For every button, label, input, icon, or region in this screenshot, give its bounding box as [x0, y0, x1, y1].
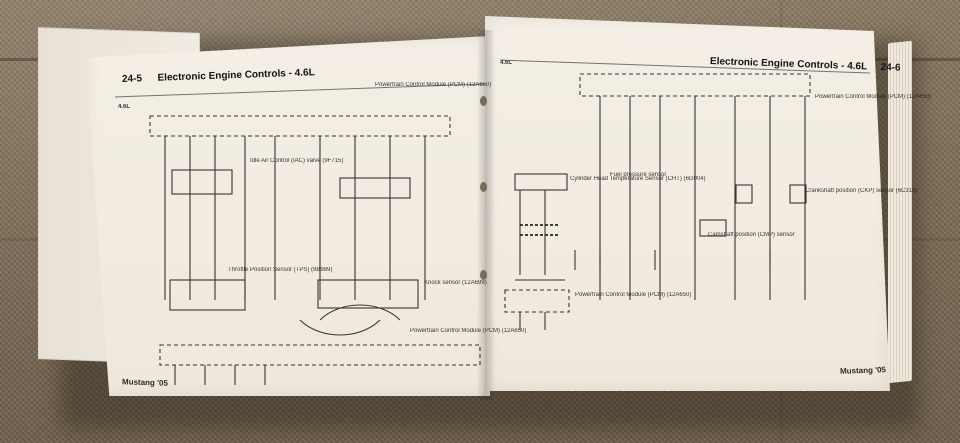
left-pcm-label: Powertrain Control Module (PCM) (12A650) [375, 82, 492, 88]
book-gutter [477, 30, 495, 400]
left-knock-label: Knock sensor (12A699) [424, 280, 487, 286]
right-pcm-label-bottom: Powertrain Control Module (PCM) (12A650) [575, 292, 692, 298]
binding-hole [480, 270, 487, 280]
binding-hole [480, 182, 487, 192]
left-iac-label: Idle Air Control (IAC) valve (9F715) [250, 158, 344, 164]
left-page-number: 24-5 [121, 73, 143, 85]
right-page-number: 24-6 [880, 61, 901, 74]
left-tps-label: Throttle Position Sensor (TPS) (9B989) [228, 267, 333, 273]
right-fuel-pressure-label: Fuel pressure sensor [610, 172, 667, 178]
right-page [485, 16, 890, 391]
right-section-label: 4.6L [500, 60, 513, 66]
right-pcm-label: Powertrain Control Module (PCM) (12A650) [815, 94, 932, 100]
left-page-footer: Mustang '05 [121, 377, 169, 388]
right-cmp-label: Camshaft position (CMP) sensor [708, 232, 795, 238]
left-section-label: 4.6L [118, 104, 131, 110]
binding-hole [480, 96, 487, 106]
left-pcm-label-bottom: Powertrain Control Module (PCM) (12A650) [410, 328, 527, 334]
right-page-footer: Mustang '05 [839, 365, 887, 376]
right-ckp-label: Crankshaft position (CKP) sensor (6C315) [805, 188, 918, 194]
right-cht-label: Cylinder Head Temperature Sensor (CHT) (… [570, 176, 706, 182]
page-stack [888, 40, 912, 384]
